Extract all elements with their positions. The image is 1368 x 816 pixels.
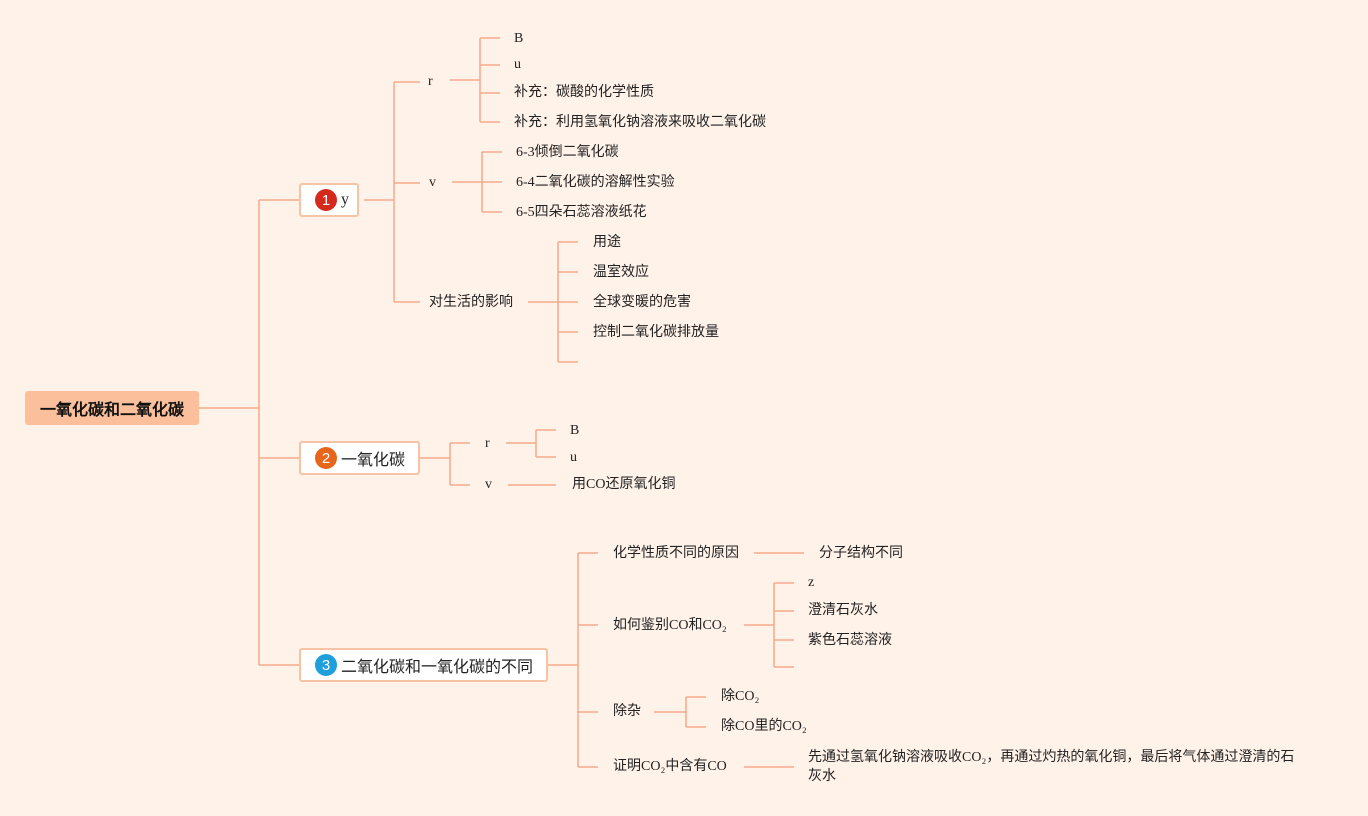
topic-2[interactable]: 2 一氧化碳 (299, 441, 420, 475)
topic-3[interactable]: 3 二氧化碳和一氧化碳的不同 (299, 648, 548, 682)
t3-identify-label[interactable]: 如何鉴别CO和CO₂ (613, 618, 727, 633)
t1-life-item[interactable]: 温室效应 (593, 265, 649, 280)
t1-v-item[interactable]: 6-3倾倒二氧化碳 (516, 145, 619, 160)
number-badge-icon: 1 (315, 189, 337, 211)
t1-r-item[interactable]: 补充：利用氢氧化钠溶液来吸收二氧化碳 (514, 115, 766, 130)
t3-purify-item[interactable]: 除CO₂ (721, 689, 760, 704)
topic-3-label: 二氧化碳和一氧化碳的不同 (341, 659, 534, 676)
t3-purify-label[interactable]: 除杂 (613, 704, 641, 719)
t1-life-item[interactable]: 控制二氧化碳排放量 (593, 325, 719, 340)
t1-r-label[interactable]: r (428, 74, 433, 89)
t2-v-label[interactable]: v (485, 477, 492, 492)
t1-life-item[interactable]: 全球变暖的危害 (593, 295, 691, 310)
t3-prove-item[interactable]: 先通过氢氧化钠溶液吸收CO₂，再通过灼热的氧化铜，最后将气体通过澄清的石灰水 (808, 750, 1295, 784)
t2-r-label[interactable]: r (485, 436, 490, 451)
t2-r-item[interactable]: u (570, 450, 577, 465)
t3-prove-label[interactable]: 证明CO₂中含有CO (613, 759, 727, 774)
t1-v-label[interactable]: v (429, 175, 436, 190)
topic-2-label: 一氧化碳 (341, 452, 406, 469)
t1-v-item[interactable]: 6-4二氧化碳的溶解性实验 (516, 175, 675, 190)
number-badge-icon: 3 (315, 654, 337, 676)
t1-r-item[interactable]: u (514, 57, 521, 72)
t1-life-item[interactable]: 用途 (593, 235, 621, 250)
number-badge-icon: 2 (315, 447, 337, 469)
t2-r-item[interactable]: B (570, 423, 580, 438)
t1-r-item[interactable]: 补充：碳酸的化学性质 (514, 85, 654, 100)
t1-r-item[interactable]: B (514, 31, 524, 46)
root-node[interactable]: 一氧化碳和二氧化碳 (25, 391, 199, 425)
t2-v-item[interactable]: 用CO还原氧化铜 (572, 477, 676, 492)
t3-identify-item[interactable]: 紫色石蕊溶液 (808, 633, 892, 648)
t3-reason-label[interactable]: 化学性质不同的原因 (613, 546, 739, 561)
t1-v-item[interactable]: 6-5四朵石蕊溶液纸花 (516, 205, 647, 220)
t3-reason-item[interactable]: 分子结构不同 (819, 546, 903, 561)
t3-identify-item[interactable]: 澄清石灰水 (808, 603, 878, 618)
t3-purify-item[interactable]: 除CO里的CO₂ (721, 719, 807, 734)
t1-life-label[interactable]: 对生活的影响 (429, 295, 513, 310)
t3-identify-item[interactable]: z (808, 575, 815, 590)
topic-1-label: y (341, 191, 349, 208)
topic-1[interactable]: 1 y (299, 183, 359, 217)
